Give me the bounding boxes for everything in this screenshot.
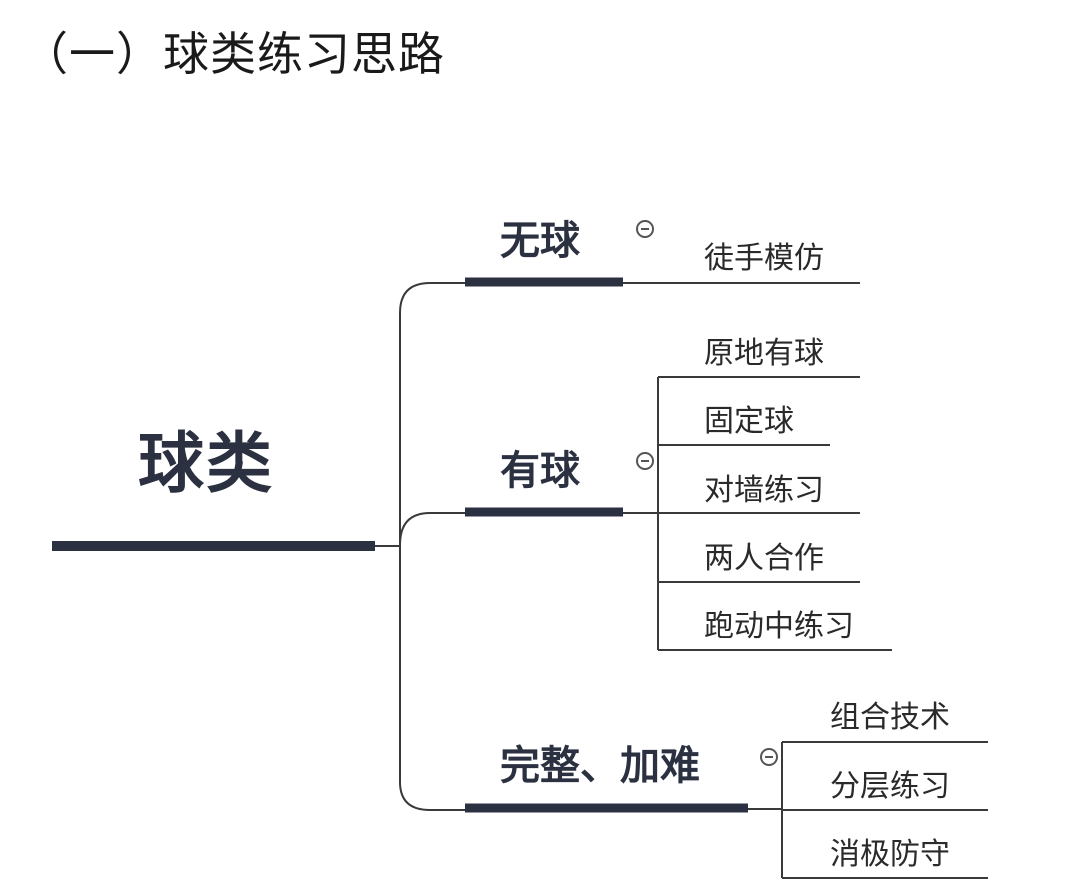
collapse-icon[interactable] [636, 220, 654, 238]
branch-trunk [399, 282, 431, 811]
leaf-node[interactable]: 固定球 [704, 404, 794, 439]
collapse-icon[interactable] [636, 452, 654, 470]
leaf-node[interactable]: 消极防守 [830, 837, 950, 872]
branch-node-no-ball[interactable]: 无球 [500, 218, 580, 264]
leaf-node[interactable]: 跑动中练习 [704, 609, 854, 644]
leaf-node[interactable]: 两人合作 [704, 541, 824, 576]
leaf-node[interactable]: 对墙练习 [704, 473, 824, 508]
collapse-icon[interactable] [760, 748, 778, 766]
page-title: （一）球类练习思路 [22, 27, 445, 81]
leaf-node[interactable]: 组合技术 [830, 700, 950, 735]
leaf-node[interactable]: 原地有球 [704, 336, 824, 371]
branch-node-complete-harder[interactable]: 完整、加难 [500, 743, 700, 789]
root-node[interactable]: 球类 [138, 425, 274, 502]
leaf-node[interactable]: 分层练习 [830, 769, 950, 804]
leaf-node[interactable]: 徒手模仿 [704, 241, 824, 276]
branch-connector-middle [399, 512, 431, 546]
branch-node-with-ball[interactable]: 有球 [500, 448, 580, 494]
